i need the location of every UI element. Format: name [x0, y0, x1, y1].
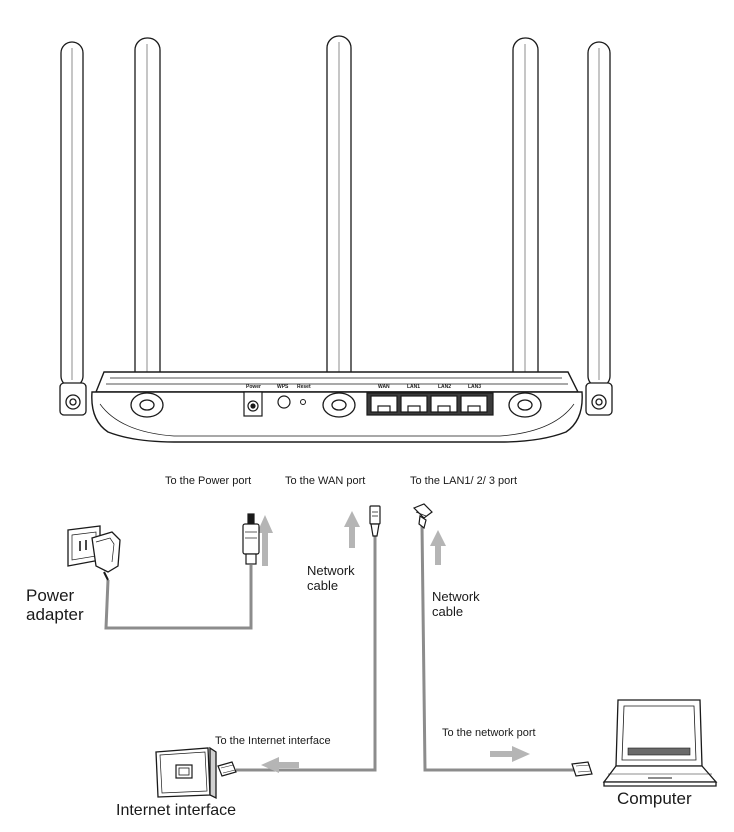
label-internet-interface: Internet interface	[116, 802, 237, 819]
ethernet-ports	[366, 392, 494, 416]
port-label-wps: WPS	[277, 384, 289, 390]
lan2-port[interactable]	[430, 395, 458, 413]
power-plug-icon	[242, 513, 260, 565]
wan-port[interactable]	[370, 395, 398, 413]
reset-button[interactable]	[300, 399, 306, 405]
arrow-left-internet	[261, 757, 299, 773]
label-to-wan-port: To the WAN port	[285, 475, 366, 487]
port-label-lan1: LAN1	[407, 384, 420, 390]
laptop-icon	[602, 699, 718, 787]
label-network-cable-wan: Network cable	[307, 563, 355, 593]
cables	[104, 524, 574, 772]
power-adapter-icon	[67, 525, 121, 581]
port-label-lan2: LAN2	[438, 384, 451, 390]
computer-cable-plug-icon	[571, 761, 593, 777]
label-power-adapter: Power adapter	[26, 586, 84, 624]
port-label-power: Power	[246, 384, 261, 390]
power-port[interactable]	[243, 391, 263, 417]
antenna-right	[508, 37, 542, 418]
label-computer: Computer	[617, 789, 692, 808]
antenna-center	[322, 35, 356, 418]
port-label-lan3: LAN3	[468, 384, 481, 390]
wan-cable-plug-icon	[369, 505, 381, 537]
internet-cable-plug-icon	[217, 761, 237, 777]
power-cable	[104, 565, 253, 630]
internet-interface-icon	[155, 746, 217, 800]
lan-cable-plug-icon	[412, 503, 433, 530]
label-network-cable-lan: Network cable	[432, 589, 480, 619]
antenna-far-right	[585, 41, 613, 416]
label-to-network-port: To the network port	[442, 727, 536, 739]
label-to-internet-interface: To the Internet interface	[215, 735, 331, 747]
arrow-up-wan	[344, 511, 360, 548]
arrow-right-computer	[490, 746, 530, 762]
arrows	[257, 511, 530, 773]
arrow-up-lan	[430, 530, 446, 565]
antenna-far-left	[59, 41, 87, 416]
label-to-power-port: To the Power port	[165, 475, 252, 487]
arrow-up-power	[257, 515, 273, 566]
lan-cable	[420, 524, 574, 772]
port-label-reset: Reset	[297, 384, 311, 390]
lan3-port[interactable]	[460, 395, 488, 413]
antenna-bases	[130, 392, 542, 418]
antenna-left	[130, 37, 164, 418]
port-label-wan: WAN	[378, 384, 390, 390]
lan1-port[interactable]	[400, 395, 428, 413]
label-to-lan-port: To the LAN1/ 2/ 3 port	[410, 475, 518, 487]
wan-cable	[236, 535, 377, 772]
wps-button[interactable]	[277, 395, 291, 409]
